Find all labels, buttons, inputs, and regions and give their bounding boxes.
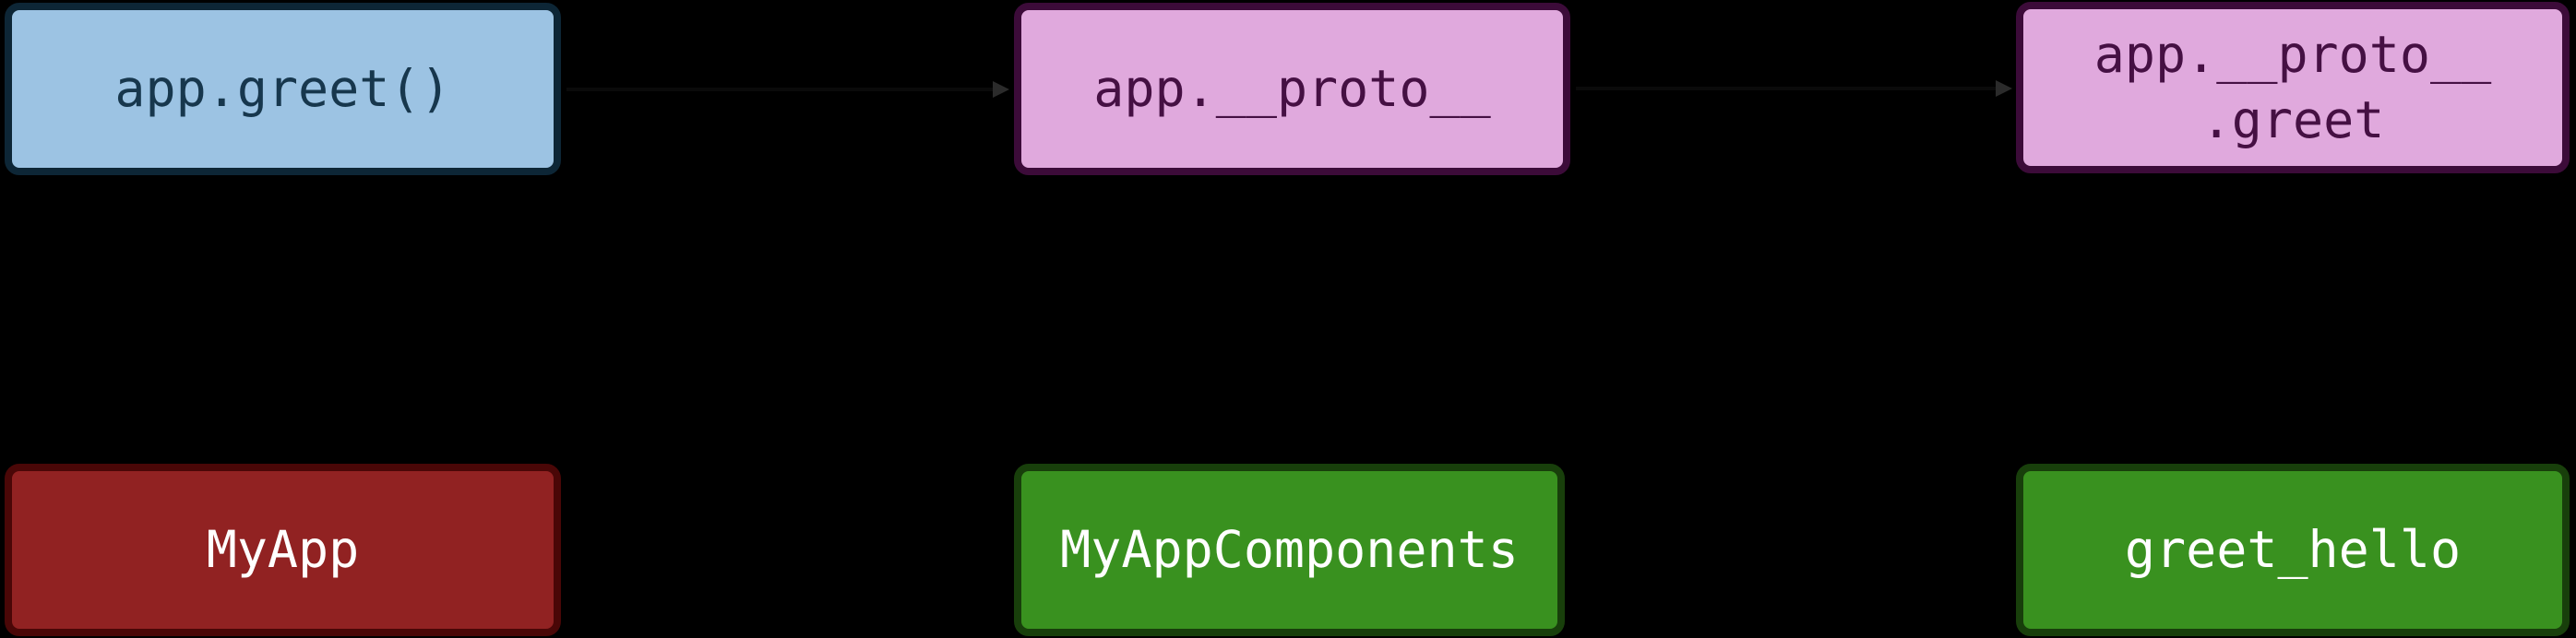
node-app-proto-greet: app.__proto__ .greet: [2016, 2, 2570, 173]
node-label: greet_hello: [2124, 519, 2462, 579]
edge-arrow-proto-to-greetfn: [1576, 80, 2012, 97]
node-label: MyApp: [206, 519, 360, 579]
node-myappcomponents: MyAppComponents: [1014, 464, 1565, 636]
node-myapp: MyApp: [5, 464, 561, 636]
node-greet-hello: greet_hello: [2016, 464, 2570, 636]
node-label: app.__proto__ .greet: [2093, 24, 2492, 150]
node-label: MyAppComponents: [1060, 519, 1519, 579]
node-label: app.greet(): [114, 58, 451, 118]
node-app-greet-call: app.greet(): [5, 3, 561, 175]
node-label: app.__proto__: [1093, 58, 1491, 118]
edge-arrow-greet-to-proto: [566, 81, 1009, 98]
node-app-proto: app.__proto__: [1014, 3, 1570, 175]
